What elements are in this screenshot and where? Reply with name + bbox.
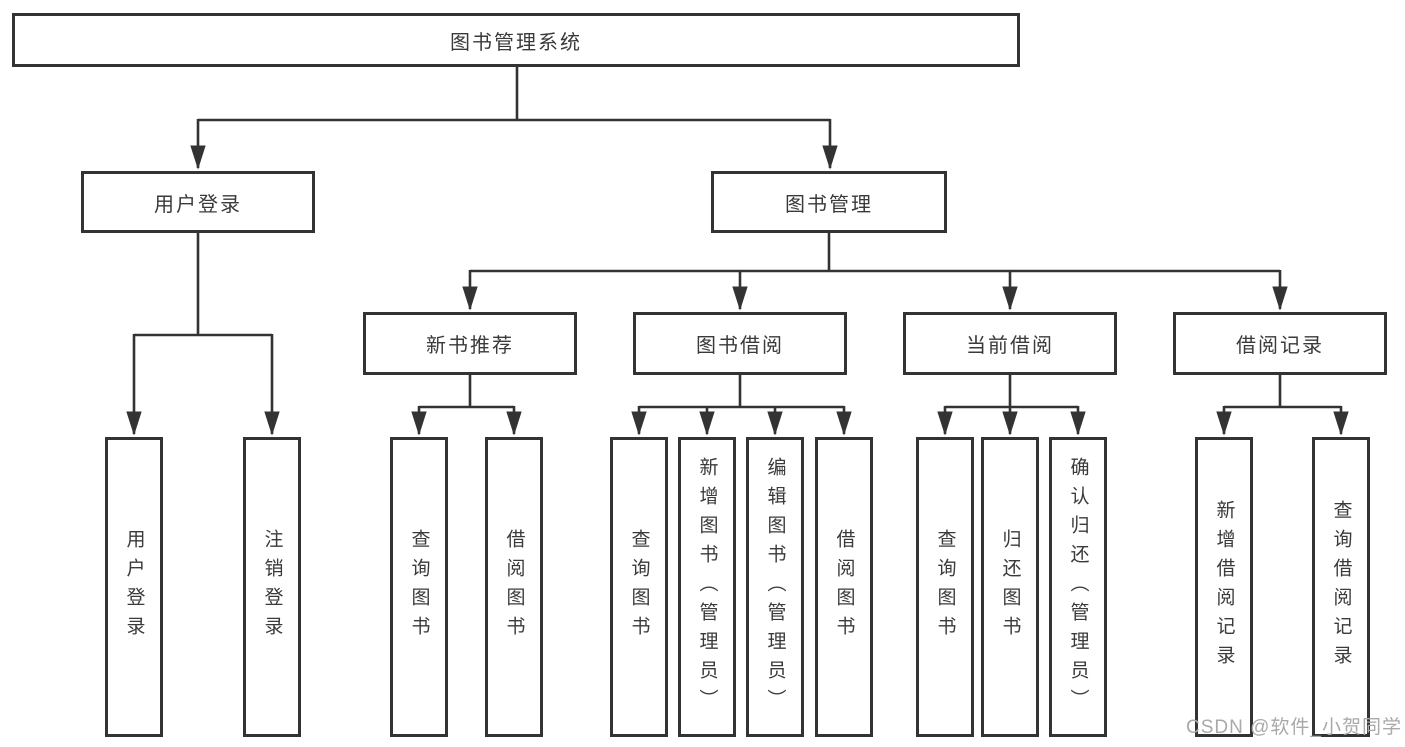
node-book-borrow-label: 图书借阅 (696, 335, 784, 357)
node-current-borrow-label: 当前借阅 (966, 335, 1054, 357)
connector-current-borrow (937, 375, 1086, 436)
leaf-borrow-add-book-admin-label: 新增图书（管理员） (696, 456, 718, 718)
leaf-current-query-book: 查询图书 (916, 437, 974, 737)
leaf-borrow-query-book-label: 查询图书 (628, 529, 650, 645)
leaf-borrow-edit-book-admin-label: 编辑图书（管理员） (764, 456, 786, 718)
connector-user-login (126, 233, 280, 436)
node-user-login: 用户登录 (81, 171, 315, 233)
leaf-borrow-add-book-admin: 新增图书（管理员） (678, 437, 736, 737)
node-new-book-recommend-label: 新书推荐 (426, 335, 514, 357)
leaf-current-query-book-label: 查询图书 (934, 529, 956, 645)
node-borrow-records: 借阅记录 (1173, 312, 1387, 375)
connector-borrow-records (1216, 375, 1349, 436)
node-book-management: 图书管理 (711, 171, 947, 233)
node-book-management-label: 图书管理 (785, 193, 873, 216)
leaf-user-login-label: 用户登录 (123, 529, 145, 645)
node-book-borrow: 图书借阅 (633, 312, 847, 375)
node-current-borrow: 当前借阅 (903, 312, 1117, 375)
connector-root (190, 67, 838, 170)
connector-new-book-recommend (411, 375, 522, 436)
leaf-logout-label: 注销登录 (261, 529, 283, 645)
connector-book-borrow (631, 375, 852, 436)
leaf-user-login: 用户登录 (105, 437, 163, 737)
leaf-logout: 注销登录 (243, 437, 301, 737)
leaf-newrec-query-book-label: 查询图书 (408, 529, 430, 645)
node-root-system: 图书管理系统 (12, 13, 1020, 67)
leaf-records-query-record: 查询借阅记录 (1312, 437, 1370, 737)
leaf-current-return-book: 归还图书 (981, 437, 1039, 737)
node-borrow-records-label: 借阅记录 (1236, 335, 1324, 357)
csdn-watermark: CSDN @软件_小贺同学 (1186, 717, 1402, 738)
leaf-borrow-edit-book-admin: 编辑图书（管理员） (746, 437, 804, 737)
leaf-records-query-record-label: 查询借阅记录 (1330, 500, 1352, 674)
leaf-borrow-borrow-book: 借阅图书 (815, 437, 873, 737)
connector-book-management (462, 233, 1288, 311)
leaf-newrec-query-book: 查询图书 (390, 437, 448, 737)
node-root-label: 图书管理系统 (450, 31, 582, 54)
leaf-borrow-query-book: 查询图书 (610, 437, 668, 737)
leaf-newrec-borrow-book: 借阅图书 (485, 437, 543, 737)
leaf-current-confirm-return-admin-label: 确认归还（管理员） (1067, 456, 1089, 718)
leaf-borrow-borrow-book-label: 借阅图书 (833, 529, 855, 645)
leaf-current-confirm-return-admin: 确认归还（管理员） (1049, 437, 1107, 737)
leaf-current-return-book-label: 归还图书 (999, 529, 1021, 645)
node-user-login-label: 用户登录 (154, 193, 242, 216)
leaf-records-add-record: 新增借阅记录 (1195, 437, 1253, 737)
leaf-records-add-record-label: 新增借阅记录 (1213, 500, 1235, 674)
node-new-book-recommend: 新书推荐 (363, 312, 577, 375)
leaf-newrec-borrow-book-label: 借阅图书 (503, 529, 525, 645)
